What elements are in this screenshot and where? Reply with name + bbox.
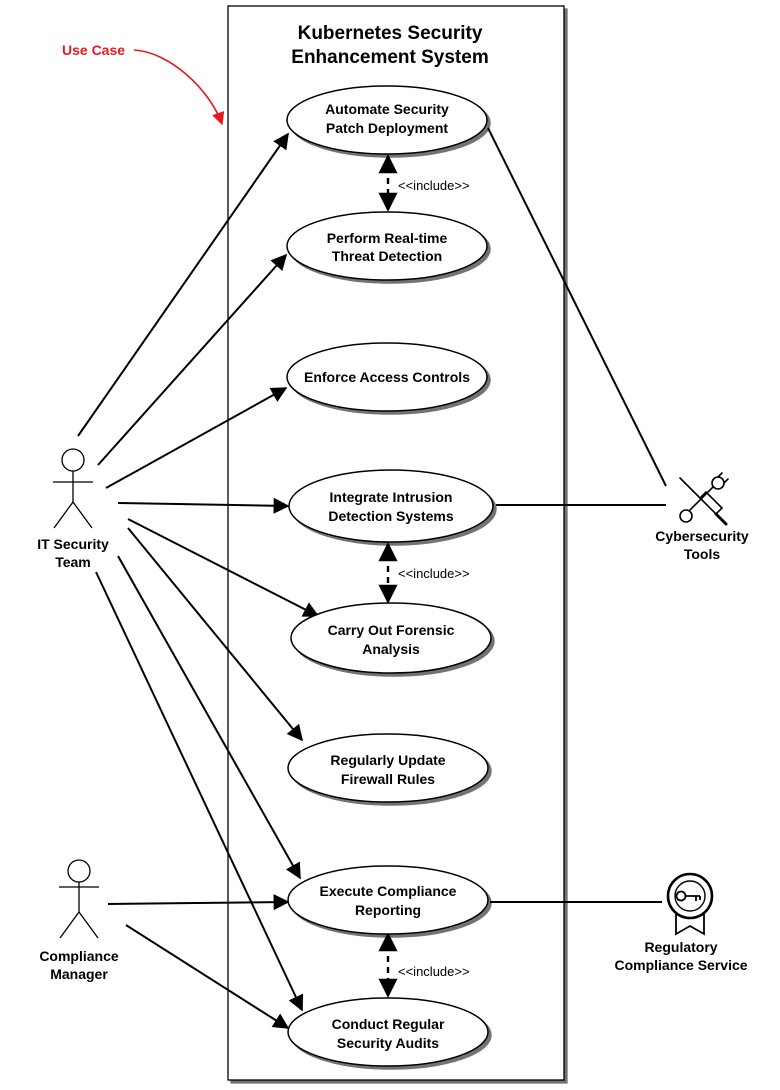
actor-compliance-manager[interactable]: Compliance Manager [39, 859, 119, 982]
include-label: <<include>> [398, 964, 470, 979]
use-case-label-line2: Firewall Rules [341, 771, 435, 787]
actor-label-line2: Compliance Service [614, 957, 747, 973]
use-case-compliance-reporting[interactable]: Execute Compliance Reporting [287, 865, 489, 935]
actor-it-security-team[interactable]: IT Security Team [37, 448, 109, 570]
use-case-label-line1: Automate Security [325, 101, 449, 117]
use-case-threat-detection[interactable]: Perform Real-time Threat Detection [286, 211, 488, 281]
system-title-line2: Enhancement System [291, 47, 488, 68]
use-case-label-line1: Conduct Regular [332, 1016, 445, 1032]
key-badge-icon [666, 872, 714, 936]
use-case-label-line1: Execute Compliance [320, 883, 457, 899]
actor-label-line2: Team [55, 554, 91, 570]
use-case-label-line1: Regularly Update [330, 752, 445, 768]
stick-figure-icon [53, 448, 93, 529]
use-case-label-line2: Analysis [362, 641, 420, 657]
actor-label-line2: Tools [684, 546, 721, 562]
use-case-label-line1: Carry Out Forensic [328, 622, 455, 638]
use-case-label-line2: Detection Systems [328, 508, 453, 524]
use-case-label-line2: Threat Detection [332, 248, 442, 264]
use-case-label-line2: Reporting [355, 902, 421, 918]
include-label: <<include>> [398, 178, 470, 193]
actor-label-line1: IT Security [37, 536, 109, 552]
wrench-screwdriver-icon [679, 472, 729, 526]
annotation-arrow [133, 49, 225, 126]
use-case-access-controls[interactable]: Enforce Access Controls [286, 342, 488, 412]
actor-label-line1: Cybersecurity [655, 528, 749, 544]
secondary-actor-associations [487, 127, 667, 903]
use-case-label-line1: Enforce Access Controls [304, 369, 470, 385]
use-case-patch-deployment[interactable]: Automate Security Patch Deployment [286, 85, 488, 155]
include-label: <<include>> [398, 566, 470, 581]
compliance-manager-associations [107, 894, 290, 1029]
use-case-intrusion-detection[interactable]: Integrate Intrusion Detection Systems [288, 469, 494, 543]
use-case-annotation: Use Case [62, 42, 125, 58]
actor-regulatory-compliance-service[interactable]: Regulatory Compliance Service [614, 872, 748, 973]
stick-figure-icon [59, 859, 99, 939]
actor-cybersecurity-tools[interactable]: Cybersecurity Tools [655, 472, 749, 562]
use-case-firewall-rules[interactable]: Regularly Update Firewall Rules [287, 733, 489, 803]
use-case-label-line1: Integrate Intrusion [330, 489, 453, 505]
actor-label-line1: Compliance [39, 948, 119, 964]
use-case-label-line2: Security Audits [337, 1035, 439, 1051]
actor-label-line1: Regulatory [644, 939, 717, 955]
actor-label-line2: Manager [50, 966, 108, 982]
use-case-label-line1: Perform Real-time [327, 230, 448, 246]
use-case-label-line2: Patch Deployment [326, 120, 448, 136]
it-team-associations [77, 132, 320, 1012]
system-title-line1: Kubernetes Security [298, 23, 483, 44]
use-case-forensic-analysis[interactable]: Carry Out Forensic Analysis [290, 602, 492, 674]
use-case-security-audits[interactable]: Conduct Regular Security Audits [287, 997, 489, 1067]
